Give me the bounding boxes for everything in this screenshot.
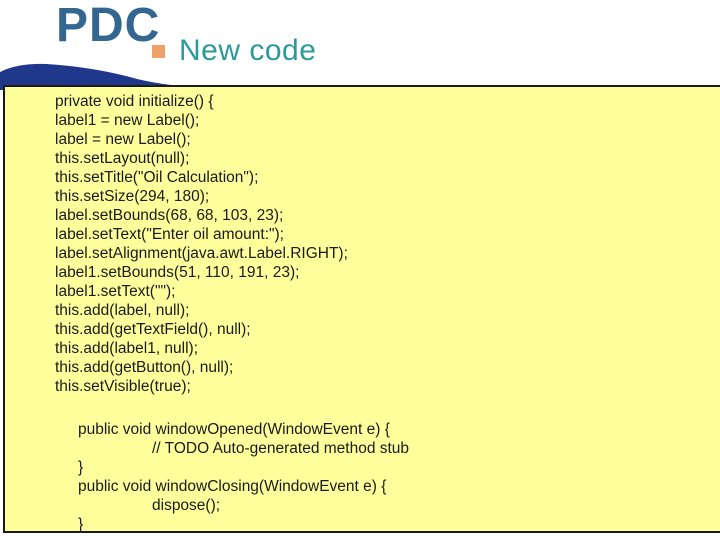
- code-line: [55, 396, 720, 420]
- code-line: }: [78, 459, 84, 476]
- code-line: private void initialize() {: [55, 93, 214, 110]
- code-line: public void windowClosing(WindowEvent e)…: [78, 478, 387, 495]
- code-line: label1 = new Label();: [55, 112, 200, 129]
- code-line: label = new Label();: [55, 131, 191, 148]
- swoosh-icon: [0, 63, 210, 90]
- code-line: public void windowOpened(WindowEvent e) …: [78, 421, 390, 438]
- code-lines: private void initialize() { label1 = new …: [55, 92, 720, 533]
- code-line: this.add(label, null);: [55, 302, 190, 319]
- code-box: private void initialize() { label1 = new …: [3, 85, 720, 533]
- logo-text: PDC: [56, 0, 161, 52]
- code-line: this.add(label1, null);: [55, 340, 199, 357]
- slide-title: New code: [179, 34, 317, 67]
- code-line: label.setAlignment(java.awt.Label.RIGHT)…: [55, 245, 348, 262]
- code-line: }: [78, 516, 84, 533]
- code-line: this.setLayout(null);: [55, 150, 190, 167]
- code-line: label.setText("Enter oil amount:");: [55, 226, 284, 243]
- code-line: label1.setBounds(51, 110, 191, 23);: [55, 264, 300, 281]
- code-line: this.add(getButton(), null);: [55, 359, 234, 376]
- code-line: this.setVisible(true);: [55, 378, 191, 395]
- title-bullet-icon: [152, 45, 165, 58]
- code-line: this.setSize(294, 180);: [55, 188, 210, 205]
- code-line: dispose();: [152, 497, 221, 514]
- code-line: this.add(getTextField(), null);: [55, 321, 251, 338]
- code-line: label1.setText("");: [55, 283, 176, 300]
- code-line: label.setBounds(68, 68, 103, 23);: [55, 207, 284, 224]
- code-line: // TODO Auto-generated method stub: [152, 440, 410, 457]
- code-line: this.setTitle("Oil Calculation");: [55, 169, 259, 186]
